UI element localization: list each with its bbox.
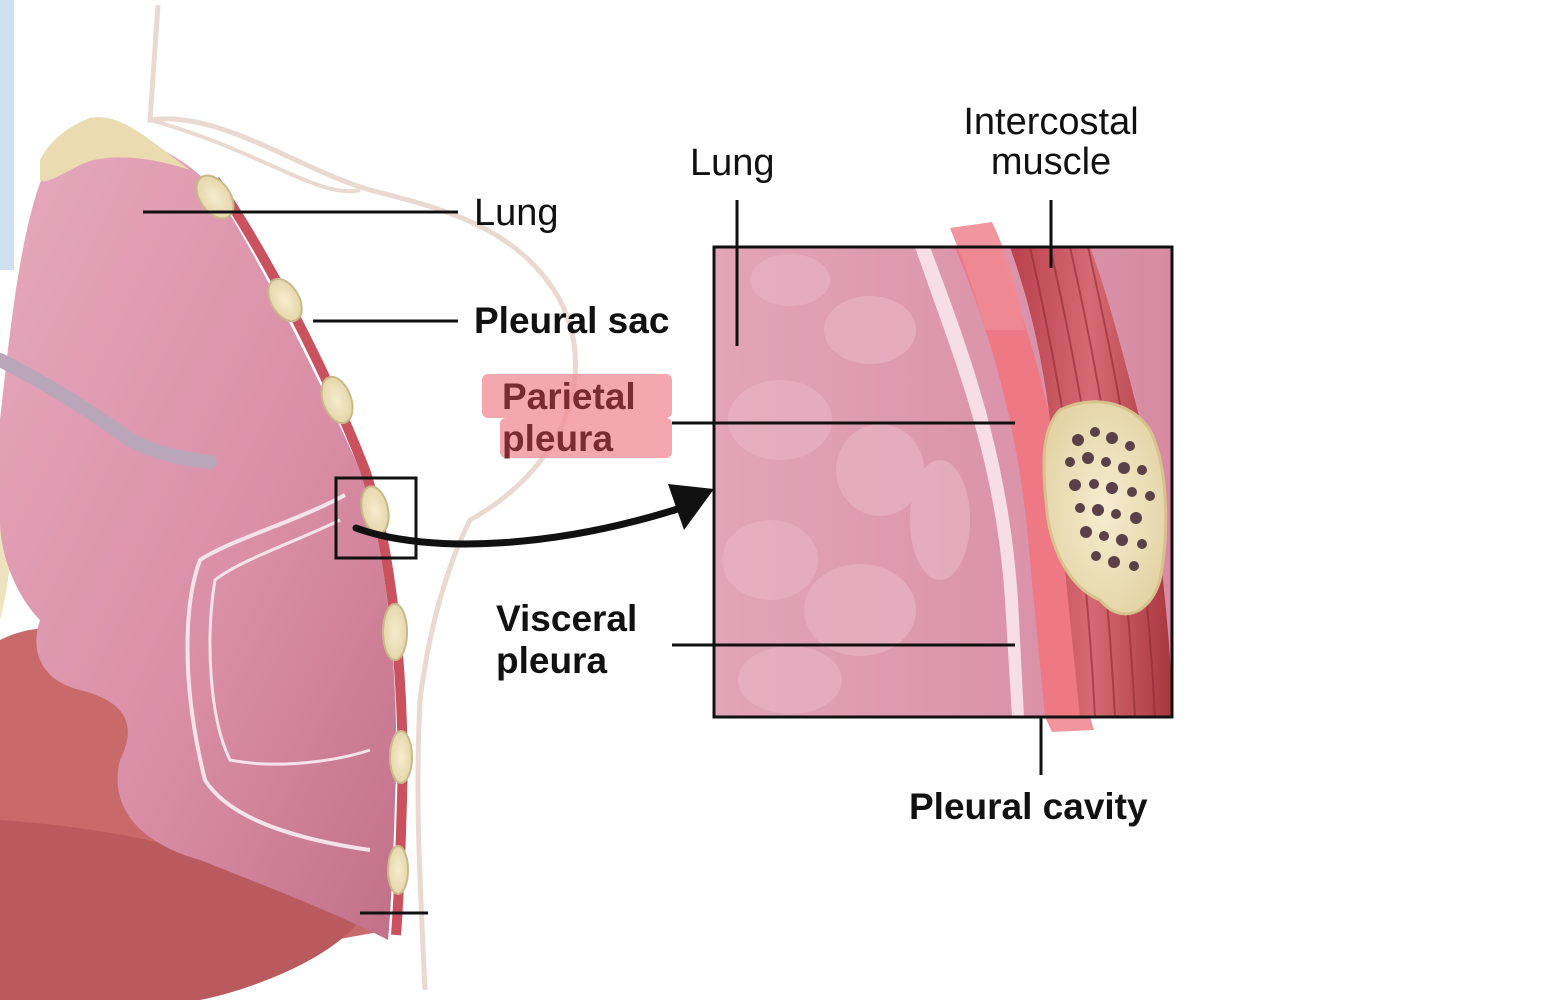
label-pleural-sac: Pleural sac (474, 300, 670, 341)
rib-1 (195, 174, 235, 220)
ribs (195, 174, 413, 895)
inset-illustration (714, 247, 1172, 717)
label-parietal-pleura: Parietal pleura (502, 376, 636, 459)
magnify-box (334, 476, 418, 560)
parietal-pleura-band (950, 222, 1025, 330)
rib-cross-section (1042, 400, 1168, 616)
label-visceral-pleura: Visceral pleura (496, 598, 638, 681)
zoom-arrowhead (668, 484, 714, 530)
rib-2 (267, 277, 303, 323)
label-lung-inset: Lung (690, 142, 775, 184)
lung-left (0, 128, 397, 940)
spine-column (0, 0, 14, 270)
diaphragm-muscle-lower (0, 820, 360, 1000)
body-outline-inner (149, 118, 361, 194)
lung-lobe-outline-2 (208, 518, 371, 766)
label-pleural-cavity: Pleural cavity (909, 786, 1148, 827)
zoom-arrow (352, 501, 694, 548)
parietal-highlight (482, 374, 672, 458)
rib-6 (389, 730, 413, 784)
parietal-pleura-band-lower (1045, 717, 1094, 732)
rib-5 (382, 603, 408, 661)
label-intercostal-muscle: Intercostal muscle (963, 101, 1139, 183)
lung-lobe-outline (185, 493, 371, 852)
bronchus (0, 353, 217, 469)
inset-frame (712, 245, 1174, 719)
label-lung-left: Lung (474, 192, 559, 234)
rib-7 (387, 845, 409, 895)
lung-apex-bone (40, 117, 190, 182)
rib-3 (320, 375, 354, 425)
